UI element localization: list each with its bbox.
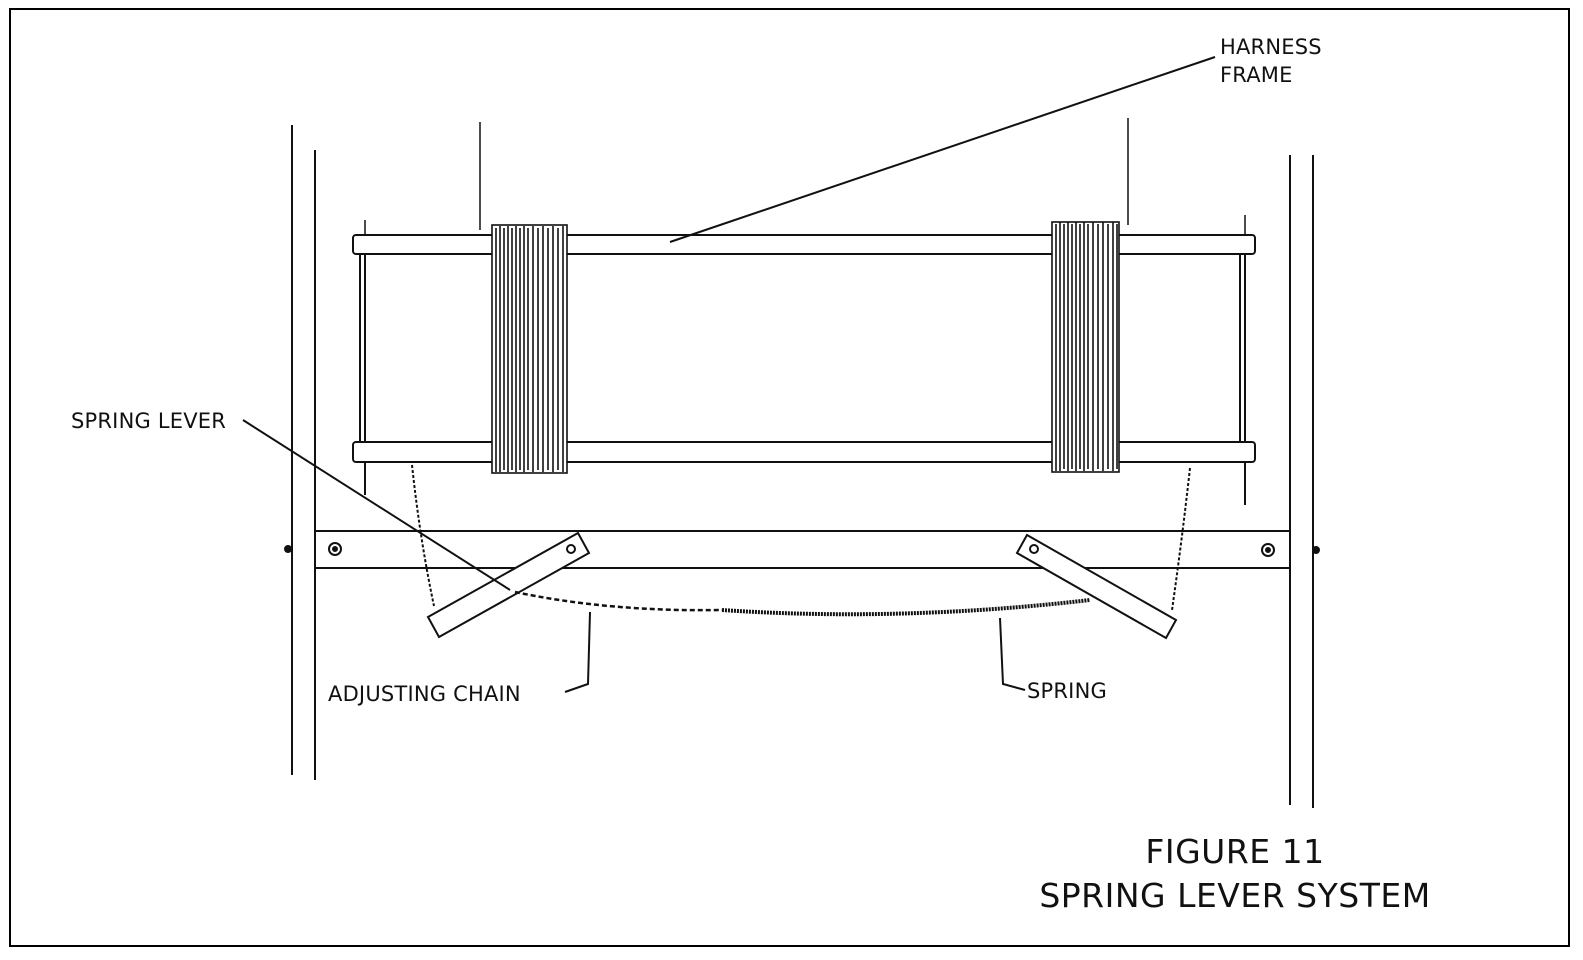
heddle-bundle-left <box>491 224 568 474</box>
harness-frame-label: HARNESS FRAME <box>1220 33 1322 89</box>
harness-label-line2: FRAME <box>1220 63 1293 87</box>
figure-border <box>9 8 1570 947</box>
spring-coil <box>721 598 1091 617</box>
harness-label-line1: HARNESS <box>1220 35 1322 59</box>
spring-lever-right <box>1015 533 1178 640</box>
adjusting-chain-label: ADJUSTING CHAIN <box>328 682 521 706</box>
cross-bar <box>284 530 1320 569</box>
heddle-bundle-right <box>1051 221 1120 473</box>
figure-title: SPRING LEVER SYSTEM <box>1039 876 1431 915</box>
spring-lever-left <box>426 531 591 639</box>
spring-lever-label: SPRING LEVER <box>71 409 227 433</box>
harness-frame <box>352 234 1256 505</box>
side-chains <box>411 464 1191 611</box>
leader-lines <box>242 56 1216 693</box>
suspension-cords <box>364 118 1246 236</box>
adjusting-chain <box>514 590 723 612</box>
figure-number: FIGURE 11 <box>1145 832 1325 871</box>
spring-label: SPRING <box>1027 679 1107 703</box>
right-loom-post <box>1289 155 1314 808</box>
